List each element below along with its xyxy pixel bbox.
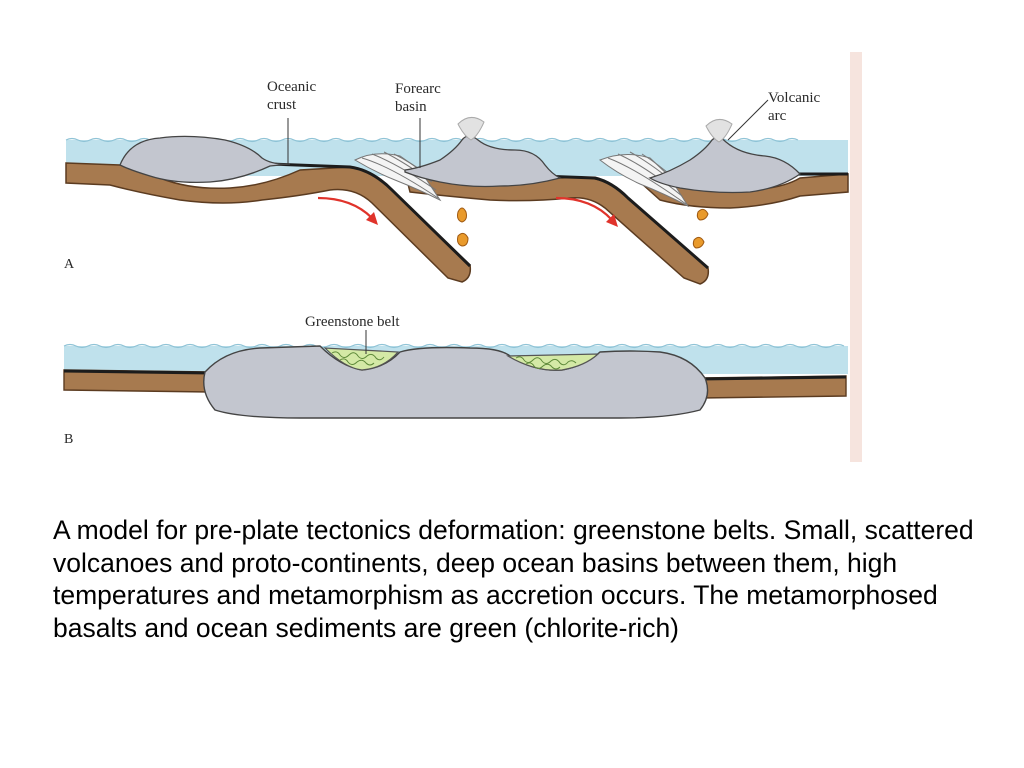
proto-continent-a1 [119, 135, 291, 184]
volcano-plume-1 [457, 117, 485, 141]
label-panel-b: B [64, 432, 73, 447]
lithosphere-plate-1 [65, 162, 472, 283]
page-edge-tint [850, 52, 862, 462]
arrowhead-1 [366, 212, 378, 225]
label-panel-a: A [64, 257, 75, 272]
volcanic-arc-block-2 [648, 136, 801, 194]
label-greenstone-belt: Greenstone belt [305, 314, 400, 330]
greenstone-belts [323, 347, 600, 371]
accreted-continent [203, 345, 709, 419]
forearc-sediments-2 [599, 151, 690, 208]
volcanic-arc-block-1 [404, 135, 562, 188]
subduction-arrows [317, 196, 613, 221]
figure-caption: A model for pre-plate tectonics deformat… [53, 515, 974, 643]
arrowhead-2 [606, 214, 618, 227]
magma-droplets [457, 207, 709, 249]
panel-b: Greenstone belt B [63, 314, 848, 447]
volcano-plume-2 [705, 119, 733, 143]
forearc-sediments-1 [353, 151, 442, 202]
